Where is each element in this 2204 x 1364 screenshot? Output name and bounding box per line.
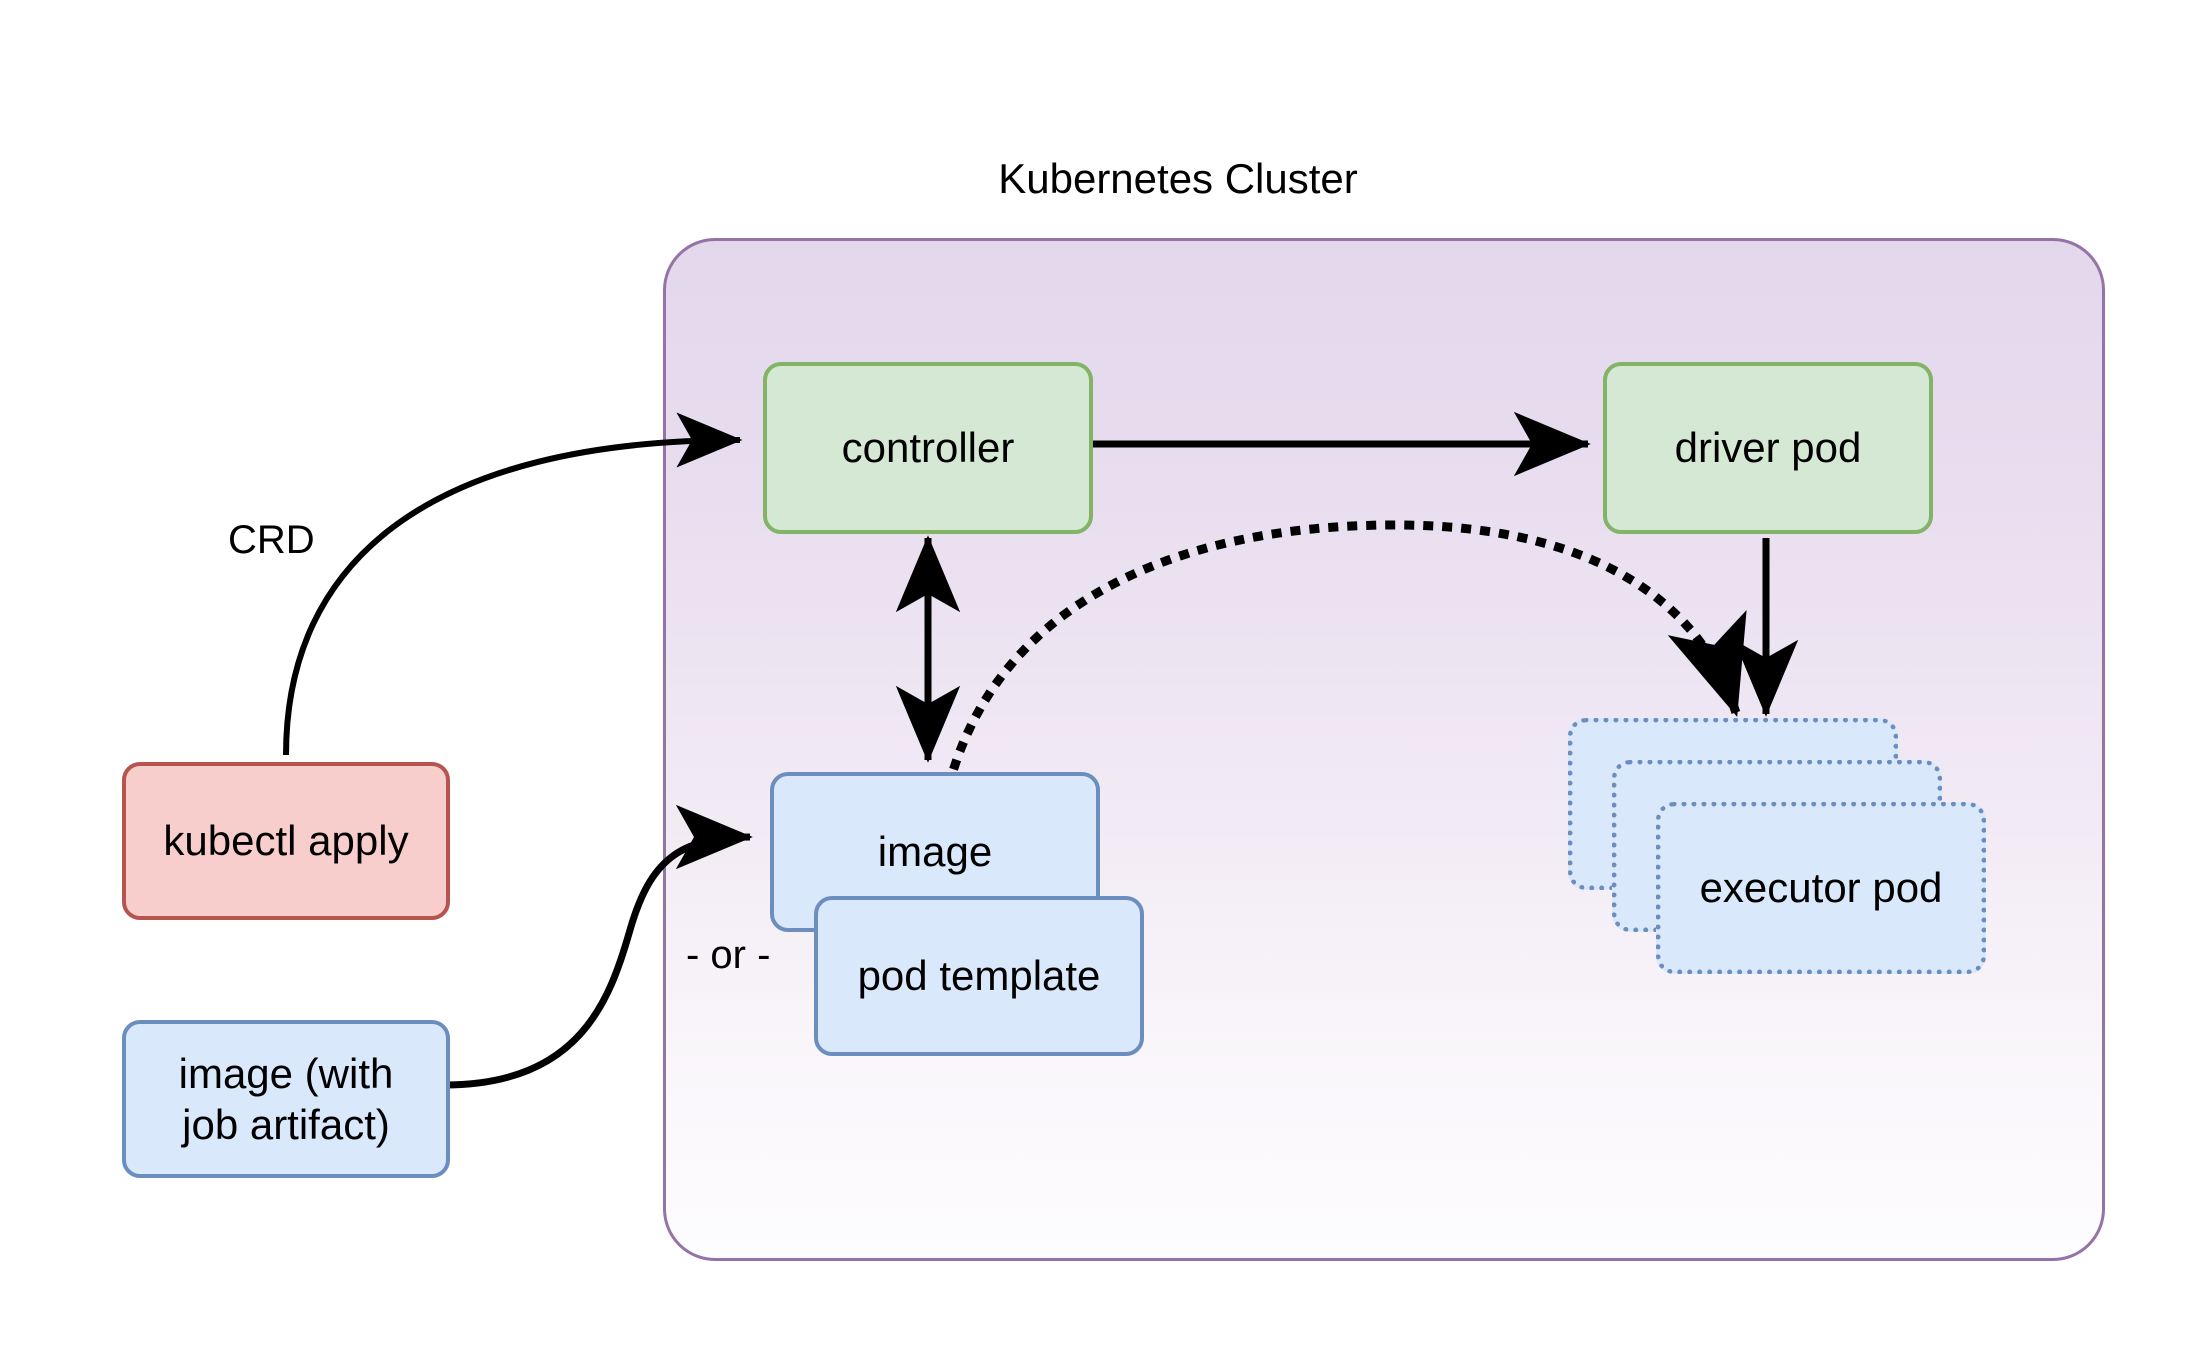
node-image-with-job-artifact[interactable]: image (with job artifact) bbox=[122, 1020, 450, 1178]
node-kubectl-apply[interactable]: kubectl apply bbox=[122, 762, 450, 920]
node-executor-pod-front-label: executor pod bbox=[1699, 864, 1943, 912]
node-controller-label: controller bbox=[841, 424, 1015, 472]
node-image-with-job-artifact-line2: job artifact) bbox=[182, 1101, 390, 1148]
node-kubectl-apply-label: kubectl apply bbox=[163, 817, 409, 865]
cluster-title: Kubernetes Cluster bbox=[998, 155, 1358, 202]
node-driver-pod-label: driver pod bbox=[1674, 424, 1862, 472]
edge-label-crd: CRD bbox=[228, 518, 315, 562]
node-image-with-job-artifact-line1: image (with bbox=[178, 1049, 394, 1097]
node-pod-template[interactable]: pod template bbox=[814, 896, 1144, 1056]
node-executor-pod-front[interactable]: executor pod bbox=[1656, 802, 1986, 974]
or-separator-label: - or - bbox=[686, 933, 771, 977]
node-image-label: image bbox=[877, 828, 993, 876]
node-pod-template-label: pod template bbox=[857, 952, 1101, 1000]
node-driver-pod[interactable]: driver pod bbox=[1603, 362, 1933, 534]
node-controller[interactable]: controller bbox=[763, 362, 1093, 534]
